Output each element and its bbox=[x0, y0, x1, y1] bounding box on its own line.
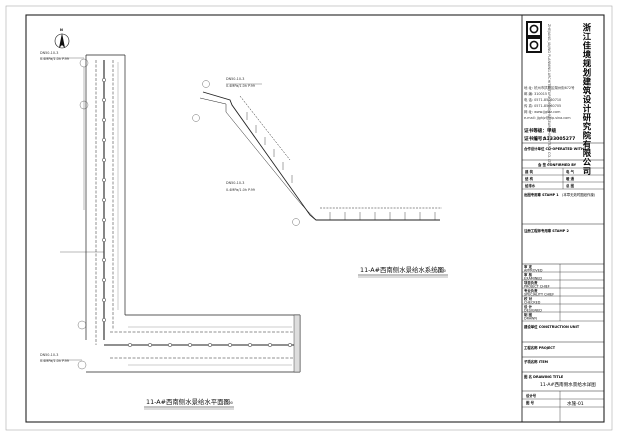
staff-en: CHECKED bbox=[524, 301, 541, 305]
contact-line: e-mail: jjghjz@vip.sina.com bbox=[524, 116, 571, 120]
company-logo bbox=[526, 21, 542, 53]
staff-cn: 校 对 bbox=[524, 296, 533, 301]
staff-grid bbox=[522, 264, 604, 322]
company-name: 浙江佳境规划建筑设计研究院有限公司 bbox=[582, 22, 592, 176]
staff-cn: 项目负责 bbox=[524, 280, 538, 285]
staff-cn: 设 计 bbox=[524, 304, 533, 309]
plan-drawing-title: 11-A#西南侧水景给水平面图 bbox=[146, 397, 230, 406]
sign-struct: 结 构 bbox=[525, 176, 534, 181]
system-drawing-scale: 1:100 bbox=[436, 269, 446, 273]
stamp2-label: 注册工程师专用章 STAMP 2 bbox=[524, 228, 569, 233]
plan-callout-spec: 0.4MPa/1.0h P.99 bbox=[40, 359, 69, 363]
contact-line: 传 真: 0571-85060705 bbox=[524, 103, 561, 108]
system-risers bbox=[246, 112, 436, 220]
system-drawing-title: 11-A#西南侧水景给水系统图 bbox=[360, 265, 444, 274]
drawing-no: 水施-01 bbox=[567, 400, 584, 407]
sign-plumb: 给排水 bbox=[525, 183, 536, 188]
staff-cn: 审 核 bbox=[524, 272, 533, 277]
design-no-label: 设计号 bbox=[526, 393, 537, 398]
staff-en: PROJECT CHIEF bbox=[524, 285, 550, 289]
cert-no: A133005277 bbox=[543, 136, 575, 142]
system-callouts bbox=[192, 80, 300, 226]
contact-line: 电 话: 0571-85060710 bbox=[524, 97, 561, 102]
confirmed-header: 会 签 CONFIRMED BY bbox=[538, 162, 577, 167]
plan-drawing-scale: 1:100 bbox=[223, 401, 233, 405]
title-block: 浙江佳境规划建筑设计研究院有限公司 ZHEJIANG JIAJING PLANN… bbox=[521, 15, 604, 422]
system-callout-spec: 0.4MPa/1.0h P.99 bbox=[226, 188, 255, 192]
sign-arch: 建 筑 bbox=[525, 169, 534, 174]
drawing-title-value: 11-A#西南侧水景给水详图 bbox=[540, 381, 596, 388]
contact-line: 网 址: www.jjghjz.com bbox=[524, 109, 561, 114]
plan-nozzles bbox=[102, 78, 292, 347]
sign-hvac: 暖 通 bbox=[566, 176, 575, 181]
system-callout-spec: 0.4MPa/1.0h P.99 bbox=[226, 84, 255, 88]
plan-callout-spec: 0.4MPa/1.0h P.99 bbox=[40, 57, 69, 61]
staff-en: SPECIALITY CHIEF bbox=[524, 293, 554, 297]
staff-en: DESIGNED bbox=[524, 309, 542, 313]
system-callout-ref: DN50-10-3 bbox=[226, 181, 244, 185]
stamp1-label: 出图专用章 STAMP 1 bbox=[524, 192, 559, 197]
north-arrow-icon: N bbox=[54, 28, 70, 49]
plan-callout-ref: DN50-10-3 bbox=[40, 51, 58, 55]
contact-line: 地 址: 杭州市拱墅区湖州街672号 bbox=[524, 85, 575, 90]
system-callout-ref: DN50-10-3 bbox=[226, 77, 244, 81]
system-view bbox=[199, 91, 442, 221]
north-label: N bbox=[60, 28, 63, 32]
plan-callout-ref: DN50-10-3 bbox=[40, 353, 58, 357]
construction-unit-label: 建设单位 CONSTRUCTION UNIT bbox=[524, 324, 580, 329]
company-name-en: ZHEJIANG JIAJING PLANNING ARCHITECTURE D… bbox=[547, 24, 551, 166]
staff-en: APPROVED bbox=[524, 269, 543, 273]
staff-cn: 专业负责 bbox=[524, 288, 538, 293]
co-operated-label: 合作设计单位 CO-OPERATED WITH bbox=[523, 146, 584, 151]
sign-grid bbox=[522, 167, 604, 190]
drawing-title-label: 图 名 DRAWING TITLE bbox=[524, 374, 564, 379]
drawing-frame bbox=[25, 14, 605, 423]
contact-line: 邮 编: 310015 bbox=[524, 91, 547, 96]
stamp1-note: (本章无效时图纸作废) bbox=[562, 192, 596, 197]
plan-dimension-lines bbox=[117, 62, 292, 366]
staff-cn: 制 图 bbox=[524, 312, 533, 317]
cert-no-label: 证书编号： bbox=[524, 135, 547, 142]
project-label: 工程名称 PROJECT bbox=[524, 345, 556, 350]
staff-en: EXAMINED bbox=[524, 277, 542, 281]
staff-cn: 审 定 bbox=[524, 264, 533, 269]
cert-level: 证书等级：甲级 bbox=[524, 127, 557, 134]
plan-callouts bbox=[40, 57, 104, 370]
item-label: 子项名称 ITEM bbox=[524, 359, 549, 364]
company-contact: 地 址: 杭州市拱墅区湖州街672号 邮 编: 310015 电 话: 0571… bbox=[524, 85, 575, 120]
sign-elec: 电 气 bbox=[566, 169, 575, 174]
sign-site: 总 图 bbox=[566, 183, 575, 188]
staff-en: DRAWN bbox=[524, 317, 537, 321]
drawing-no-label: 图 号 bbox=[526, 400, 535, 405]
